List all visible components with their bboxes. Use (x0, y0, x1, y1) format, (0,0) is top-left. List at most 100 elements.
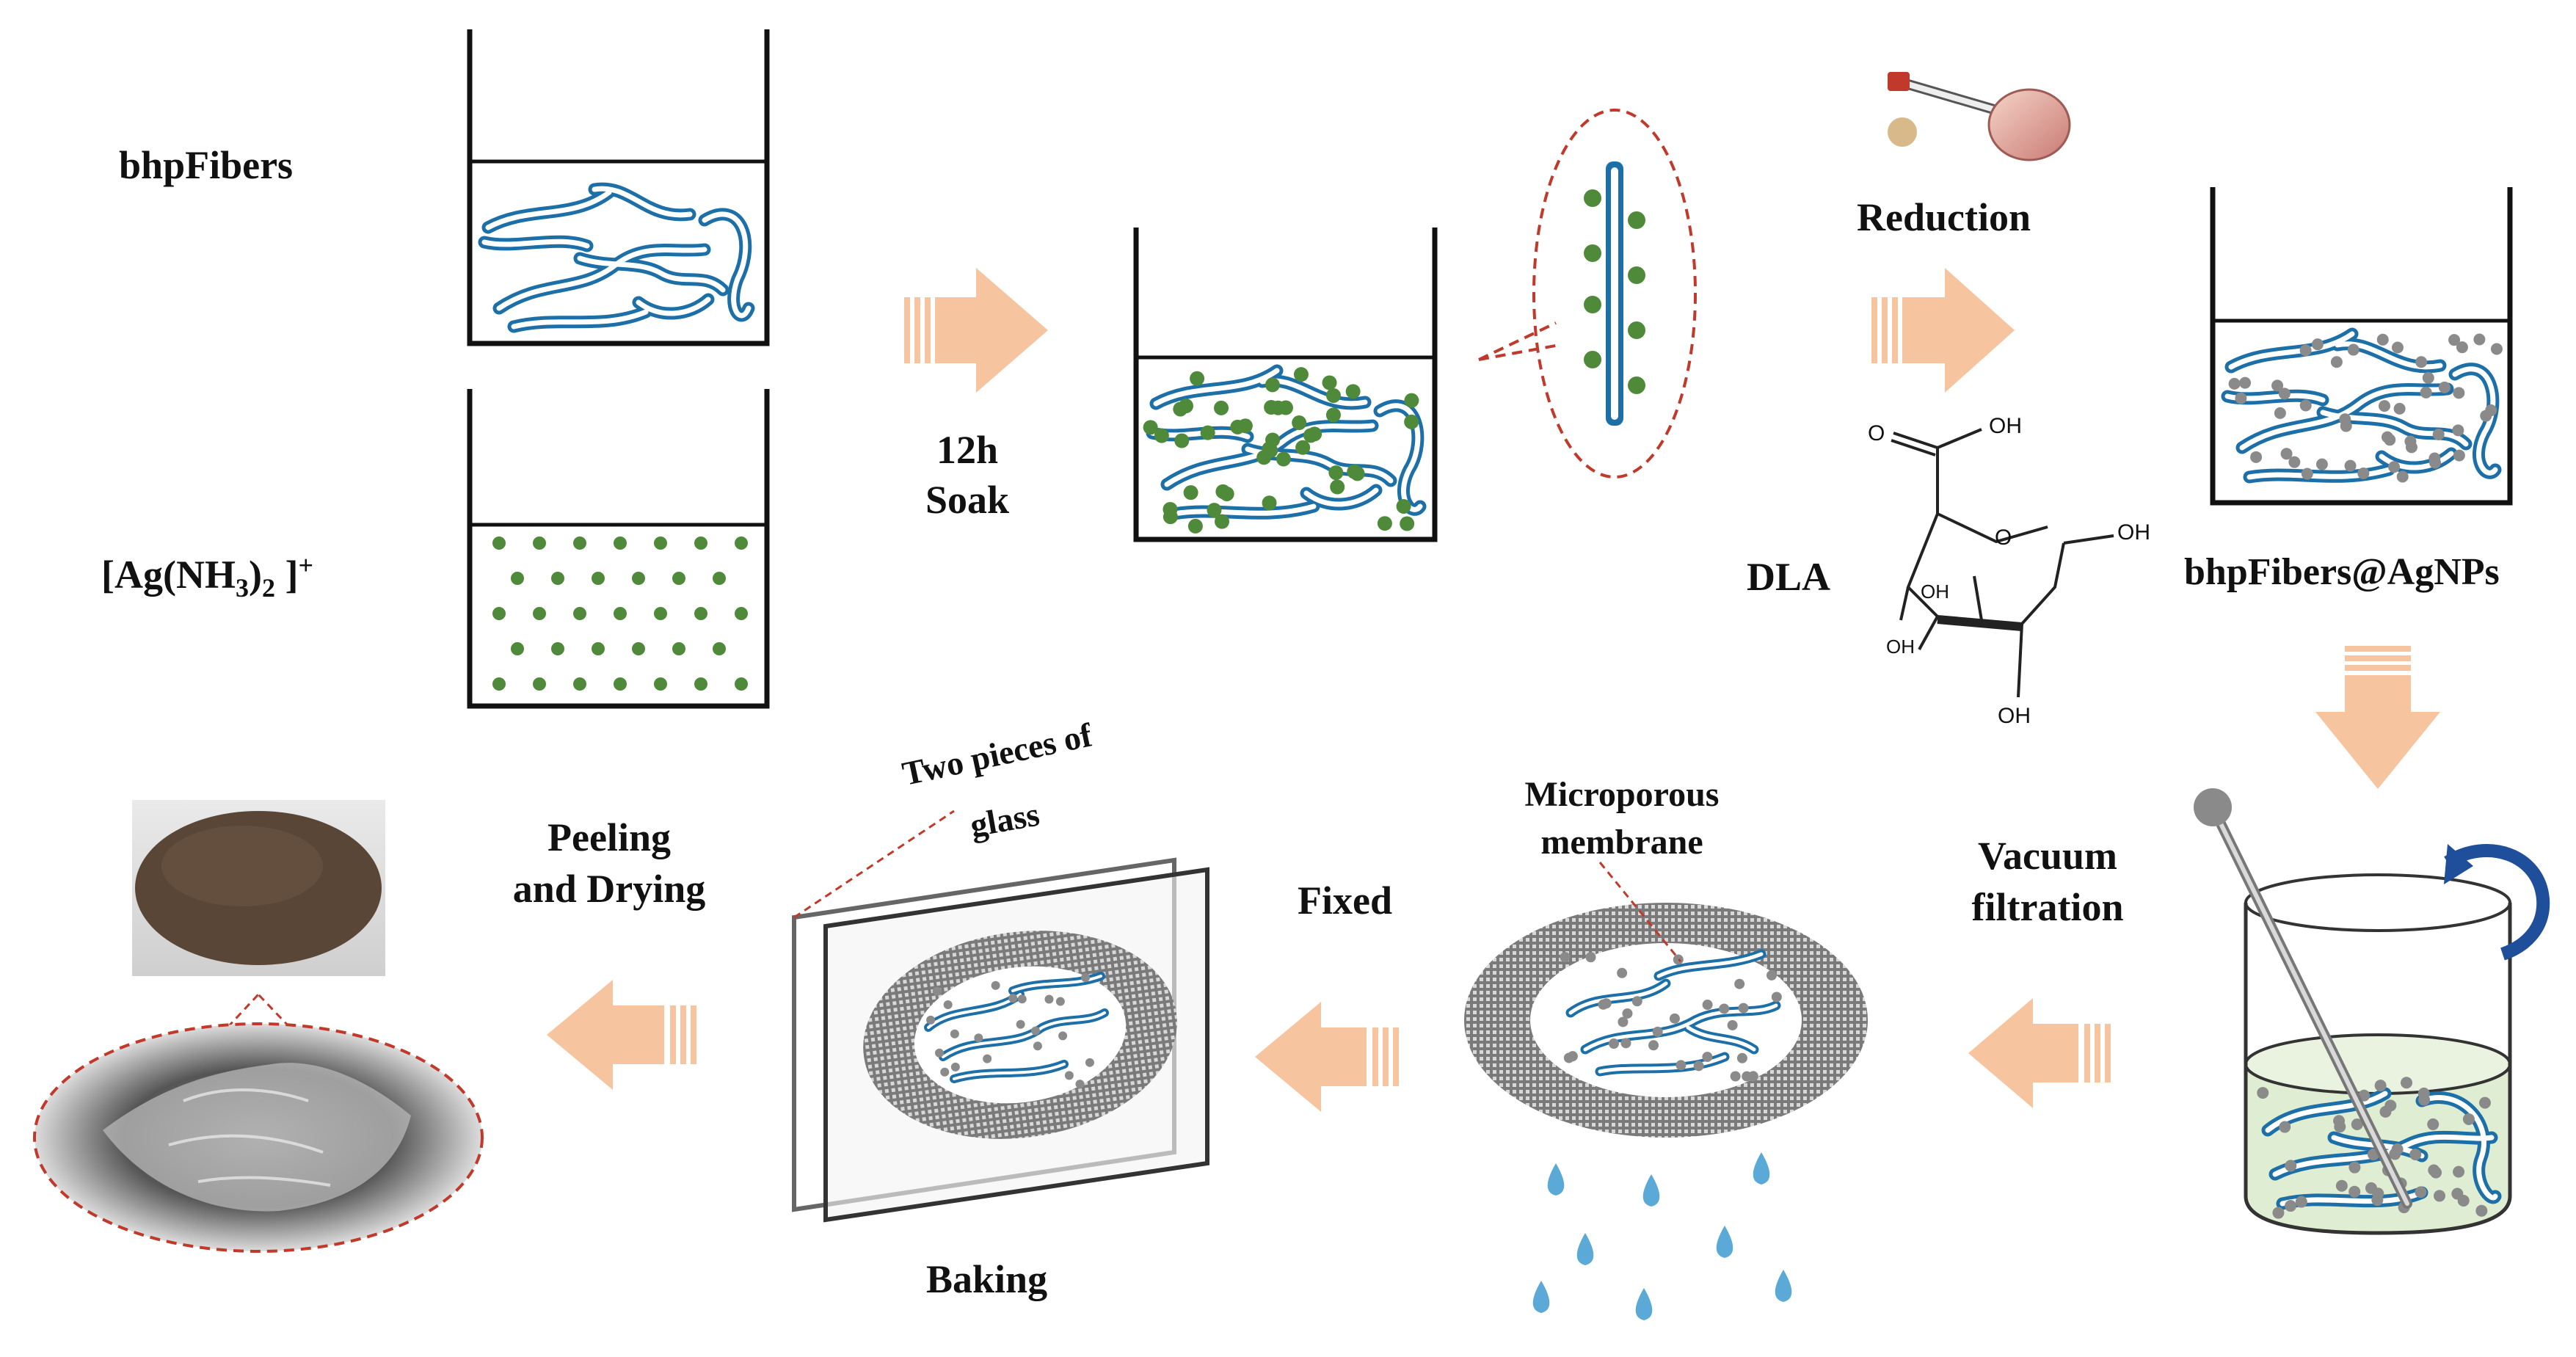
particle-dot (2485, 404, 2497, 417)
particle-dot (1075, 1080, 1085, 1089)
particle-dot (533, 677, 546, 691)
particle-dot (654, 607, 667, 620)
particle-dot (1215, 514, 1230, 529)
particle-dot (1085, 1058, 1094, 1067)
particle-dot (950, 1062, 960, 1072)
particle-dot (592, 572, 605, 585)
particle-dot (1064, 1071, 1074, 1080)
particle-dot (1652, 1026, 1663, 1037)
particle-dot (1618, 1016, 1629, 1027)
particle-dot (2351, 1118, 2363, 1130)
particle-dot (694, 607, 707, 620)
particle-dot (2279, 1121, 2291, 1133)
stirring-beaker (2194, 788, 2512, 1235)
particle-dot (2452, 424, 2464, 437)
atom-label: OH (1998, 704, 2031, 728)
particle-dot (2257, 1087, 2269, 1099)
particle-dot (533, 536, 546, 550)
particle-dot (1734, 978, 1745, 989)
particle-dot (614, 536, 627, 550)
membrane-filter (1464, 862, 1868, 1138)
particle-dot (926, 1015, 936, 1025)
particle-dot (2239, 376, 2252, 389)
particle-dot (533, 607, 546, 620)
particle-dot (2462, 1113, 2475, 1125)
water-drop-icon (1635, 1288, 1653, 1320)
water-drop-icon (1775, 1270, 1792, 1302)
particle-dot (1143, 420, 1158, 435)
particle-dot (2430, 1166, 2442, 1179)
particle-dot (1262, 495, 1277, 511)
arrow-left-vacuum (1968, 998, 2111, 1108)
particle-dot (1292, 415, 1307, 431)
particle-dot (713, 642, 726, 655)
particle-dot (2432, 428, 2445, 440)
particle-dot (2280, 448, 2293, 460)
particle-dot (573, 536, 586, 550)
particle-dot (1187, 518, 1203, 534)
water-drop-icon (1532, 1281, 1550, 1313)
label-fixed: Fixed (1298, 878, 1392, 923)
particle-dot (1190, 371, 1205, 386)
label-silver-ammonia-b: ) (248, 553, 262, 597)
rotate-arrow-icon (2444, 844, 2550, 961)
particle-dot (940, 1067, 950, 1077)
particle-dot (2235, 392, 2247, 404)
particle-dot (950, 1029, 959, 1038)
particle-dot (1727, 1019, 1738, 1030)
particle-dot (2288, 456, 2301, 468)
particle-dot (1771, 992, 1782, 1003)
particle-dot (1730, 1071, 1741, 1082)
label-soak-time: 12h (936, 428, 999, 472)
particle-dot (2299, 399, 2312, 412)
label-baking: Baking (926, 1257, 1048, 1301)
particle-dot (2391, 341, 2404, 354)
particle-dot (1396, 498, 1411, 514)
fiber-cluster-1 (478, 182, 755, 333)
water-drop-icon (1716, 1226, 1733, 1258)
particle-dot (2404, 435, 2417, 448)
particle-dot (2384, 434, 2396, 446)
arrow-left-fixed (1255, 1002, 1399, 1112)
particle-dot (1767, 969, 1778, 981)
particle-dot (2384, 1099, 2397, 1112)
particle-dot (1044, 994, 1054, 1004)
particle-dot (654, 536, 667, 550)
particle-dot (2272, 1207, 2285, 1219)
particle-dot (1270, 400, 1286, 415)
particle-dot (2490, 343, 2503, 355)
particle-dot (1325, 388, 1341, 403)
label-bhp-fibers: bhpFibers (119, 143, 294, 187)
particle-dot (2357, 467, 2370, 479)
particle-dot (2478, 1096, 2491, 1109)
particle-dot (2475, 1204, 2488, 1217)
particle-dot (1033, 1041, 1042, 1051)
particle-dot (1016, 1019, 1025, 1029)
particle-dot (735, 677, 748, 691)
particle-dot (1031, 1026, 1041, 1036)
particle-dot (2420, 386, 2432, 399)
water-drop-icon (1642, 1174, 1660, 1207)
label-peeling: Peeling (547, 815, 671, 859)
particle-dot (492, 677, 506, 691)
particle-dot (551, 572, 564, 585)
label-silver-ammonia-c: ] (274, 553, 299, 597)
particle-dot (1215, 484, 1231, 499)
water-droplets (1532, 1152, 1792, 1320)
particle-dot (2378, 400, 2390, 412)
particle-dot (2274, 407, 2286, 419)
particle-dot (1183, 485, 1198, 501)
particle-dot (2278, 388, 2291, 400)
particle-dot (2453, 387, 2465, 399)
particle-dot (735, 536, 748, 550)
particle-dot (1081, 973, 1091, 983)
particle-dot (1347, 464, 1362, 479)
particle-dot (1163, 509, 1178, 525)
particle-dot (1276, 451, 1291, 467)
water-drop-icon (1576, 1233, 1594, 1265)
particle-dot (2339, 413, 2351, 426)
atom-label: OH (1886, 636, 1915, 658)
particle-dot (1400, 516, 1415, 531)
particle-dot (1179, 399, 1194, 414)
particle-dot (1017, 994, 1027, 1004)
